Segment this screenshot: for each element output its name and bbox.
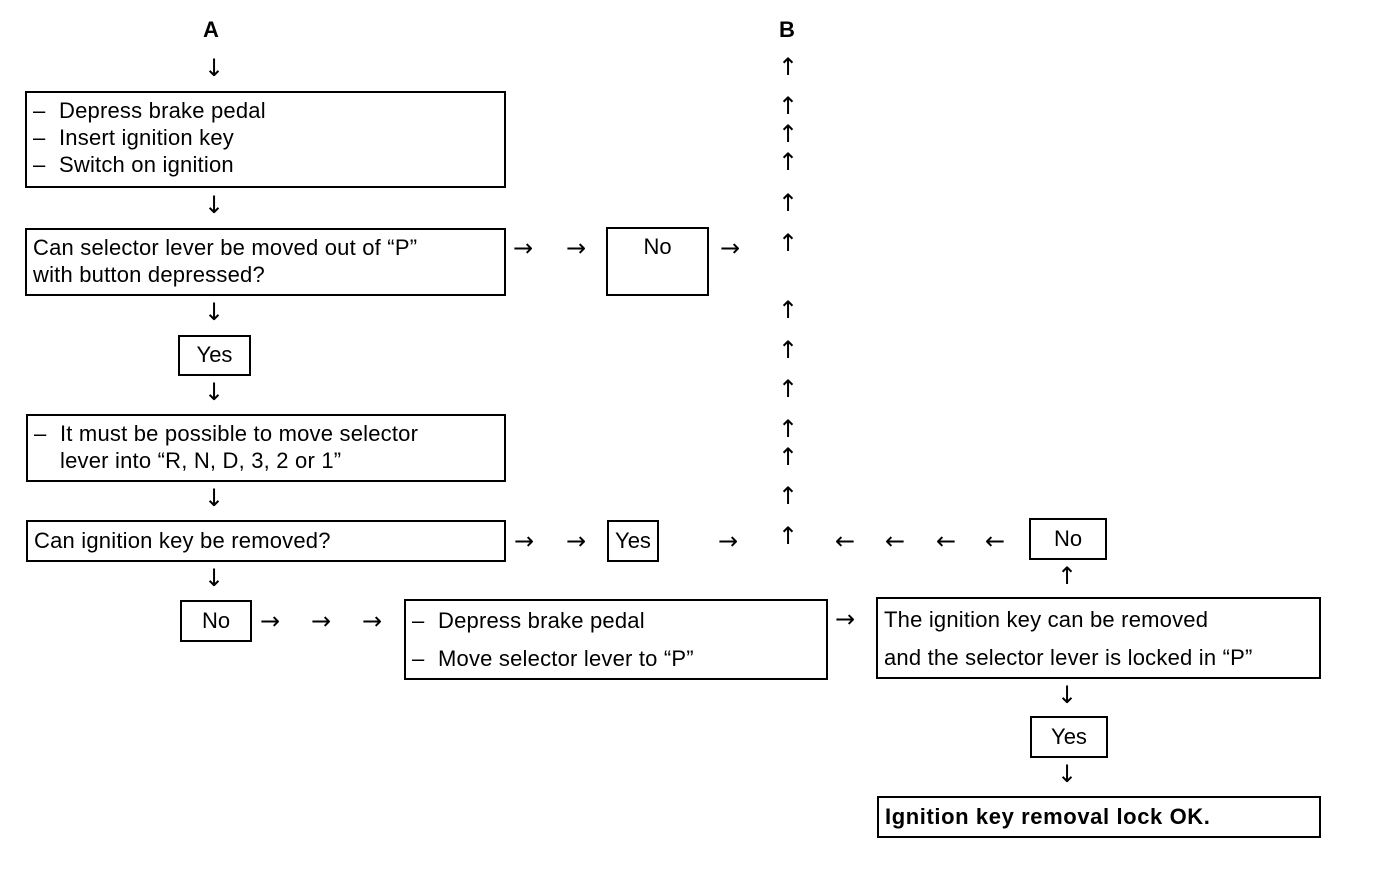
question-selector-lever-out-of-p: Can selector lever be moved out of “P” w… [25,228,506,296]
step-depress-move-to-p: Depress brake pedal Move selector lever … [404,599,828,680]
step1-line-3: Switch on ignition [33,151,498,178]
q1-no-box: No [606,227,709,296]
q2-yes-label: Yes [615,528,651,553]
up-arrow-icon: ↑ [777,148,799,176]
up-arrow-icon: ↑ [777,522,799,550]
q3-line-1: The ignition key can be removed [884,607,1209,632]
right-arrow-icon: → [512,234,534,262]
q3-yes-box: Yes [1030,716,1108,758]
q1-line-2: with button depressed? [33,262,265,287]
down-arrow-icon: ↓ [203,298,225,326]
q1-no-label: No [643,234,672,259]
q3-yes-label: Yes [1051,724,1087,749]
step2-line-2: lever into “R, N, D, 3, 2 or 1” [60,448,342,473]
step1-line-1: Depress brake pedal [33,97,498,124]
result-label: Ignition key removal lock OK. [885,804,1211,829]
left-arrow-icon: ← [834,527,856,555]
label-b: B [779,17,795,42]
up-arrow-icon: ↑ [777,336,799,364]
step-depress-insert-switch: Depress brake pedal Insert ignition key … [25,91,506,188]
up-arrow-icon: ↑ [777,443,799,471]
left-arrow-icon: ← [935,527,957,555]
step2-line-1: It must be possible to move selector [34,420,498,447]
q3-no-label: No [1053,526,1083,551]
left-arrow-icon: ← [884,527,906,555]
q2-yes-box: Yes [607,520,659,562]
left-arrow-icon: ← [984,527,1006,555]
up-arrow-icon: ↑ [777,415,799,443]
right-arrow-icon: → [565,527,587,555]
result-lock-ok: Ignition key removal lock OK. [877,796,1321,838]
right-arrow-icon: → [513,527,535,555]
up-arrow-icon: ↑ [777,92,799,120]
up-arrow-icon: ↑ [777,120,799,148]
down-arrow-icon: ↓ [1056,760,1078,788]
q1-yes-box: Yes [178,335,251,376]
question-ignition-key-removed: Can ignition key be removed? [26,520,506,562]
up-arrow-icon: ↑ [777,229,799,257]
q1-line-1: Can selector lever be moved out of “P” [33,235,418,260]
down-arrow-icon: ↓ [203,54,225,82]
q2-no-label: No [201,608,231,633]
up-arrow-icon: ↑ [1056,562,1078,590]
up-arrow-icon: ↑ [777,296,799,324]
question-key-removed-lever-locked: The ignition key can be removed and the … [876,597,1321,679]
step1-line-2: Insert ignition key [33,124,498,151]
down-arrow-icon: ↓ [203,378,225,406]
q2-no-box: No [180,600,252,642]
right-arrow-icon: → [310,607,332,635]
up-arrow-icon: ↑ [777,53,799,81]
down-arrow-icon: ↓ [203,564,225,592]
label-a: A [203,17,219,42]
step3-line-2: Move selector lever to “P” [412,637,820,681]
right-arrow-icon: → [259,607,281,635]
step3-line-1: Depress brake pedal [412,605,820,637]
right-arrow-icon: → [834,605,856,633]
right-arrow-icon: → [717,527,739,555]
q3-no-box: No [1029,518,1107,560]
q1-yes-label: Yes [196,342,233,367]
down-arrow-icon: ↓ [1056,681,1078,709]
q2-line-1: Can ignition key be removed? [34,528,331,553]
q3-line-2: and the selector lever is locked in “P” [884,645,1253,670]
right-arrow-icon: → [565,234,587,262]
up-arrow-icon: ↑ [777,375,799,403]
right-arrow-icon: → [719,234,741,262]
up-arrow-icon: ↑ [777,482,799,510]
right-arrow-icon: → [361,607,383,635]
down-arrow-icon: ↓ [203,191,225,219]
step-move-selector-lever: It must be possible to move selector lev… [26,414,506,482]
down-arrow-icon: ↓ [203,484,225,512]
up-arrow-icon: ↑ [777,189,799,217]
